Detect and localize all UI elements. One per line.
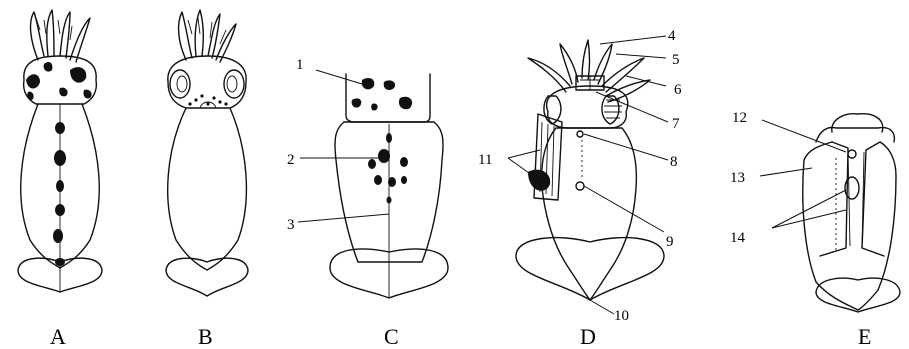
panel-label-d: D xyxy=(580,324,596,349)
leader-14b xyxy=(772,210,846,228)
panel-label-e: E xyxy=(858,324,871,349)
chromatophore xyxy=(399,97,412,110)
leader-1 xyxy=(316,70,362,84)
callout-14: 14 xyxy=(730,230,746,246)
chromatophore xyxy=(83,90,91,99)
chromatophore xyxy=(54,150,66,166)
callout-7: 7 xyxy=(672,116,680,132)
leader-8 xyxy=(584,134,668,160)
chromatophore xyxy=(59,88,67,97)
chromatophore xyxy=(401,176,407,184)
chromatophore xyxy=(352,98,362,107)
callout-13: 13 xyxy=(730,170,745,186)
chromatophore xyxy=(388,177,396,187)
chromatophore xyxy=(70,67,86,82)
chromatophore xyxy=(53,229,63,243)
leader-10 xyxy=(590,300,614,314)
leader-13 xyxy=(760,168,812,176)
leader-9 xyxy=(584,186,664,232)
callout-11: 11 xyxy=(478,152,492,168)
chromatophore xyxy=(362,78,375,89)
panel-label-b: B xyxy=(198,324,213,349)
panel-d-ventral-detail xyxy=(516,40,664,300)
chromatophore xyxy=(374,175,382,185)
leader-11b xyxy=(508,158,536,178)
panel-label-c: C xyxy=(384,324,399,349)
callout-10: 10 xyxy=(614,308,629,324)
callout-8: 8 xyxy=(670,154,678,170)
chromatophore xyxy=(384,80,395,90)
panel-c-dorsal-detail xyxy=(330,74,448,298)
chromatophore xyxy=(386,133,392,143)
leader-14a xyxy=(772,190,846,228)
panel-label-a: A xyxy=(50,324,66,349)
chromatophore xyxy=(56,180,64,192)
chromatophore xyxy=(400,157,408,167)
leader-11a xyxy=(508,150,540,158)
leader-3 xyxy=(298,214,389,222)
chromatophore xyxy=(371,103,377,110)
panel-a-squid-dorsal xyxy=(18,10,102,292)
callout-5: 5 xyxy=(672,52,680,68)
chromatophore xyxy=(55,122,65,134)
callout-3: 3 xyxy=(287,217,295,233)
chromatophore xyxy=(387,197,392,204)
callout-9: 9 xyxy=(666,234,674,250)
callout-6: 6 xyxy=(674,82,682,98)
chromatophore xyxy=(378,149,390,163)
chromatophore xyxy=(368,159,376,169)
panel-e-dissected-mantle xyxy=(803,114,900,312)
callout-2: 2 xyxy=(287,152,295,168)
callout-4: 4 xyxy=(668,28,676,44)
leader-5 xyxy=(616,54,666,58)
leader-4 xyxy=(600,36,666,44)
chromatophore xyxy=(26,74,40,88)
chromatophore xyxy=(44,62,53,72)
callout-1: 1 xyxy=(296,57,304,73)
panel-b-squid-ventral xyxy=(166,10,248,296)
leader-7 xyxy=(596,92,668,122)
chromatophore xyxy=(55,204,65,216)
callout-12: 12 xyxy=(732,110,747,126)
